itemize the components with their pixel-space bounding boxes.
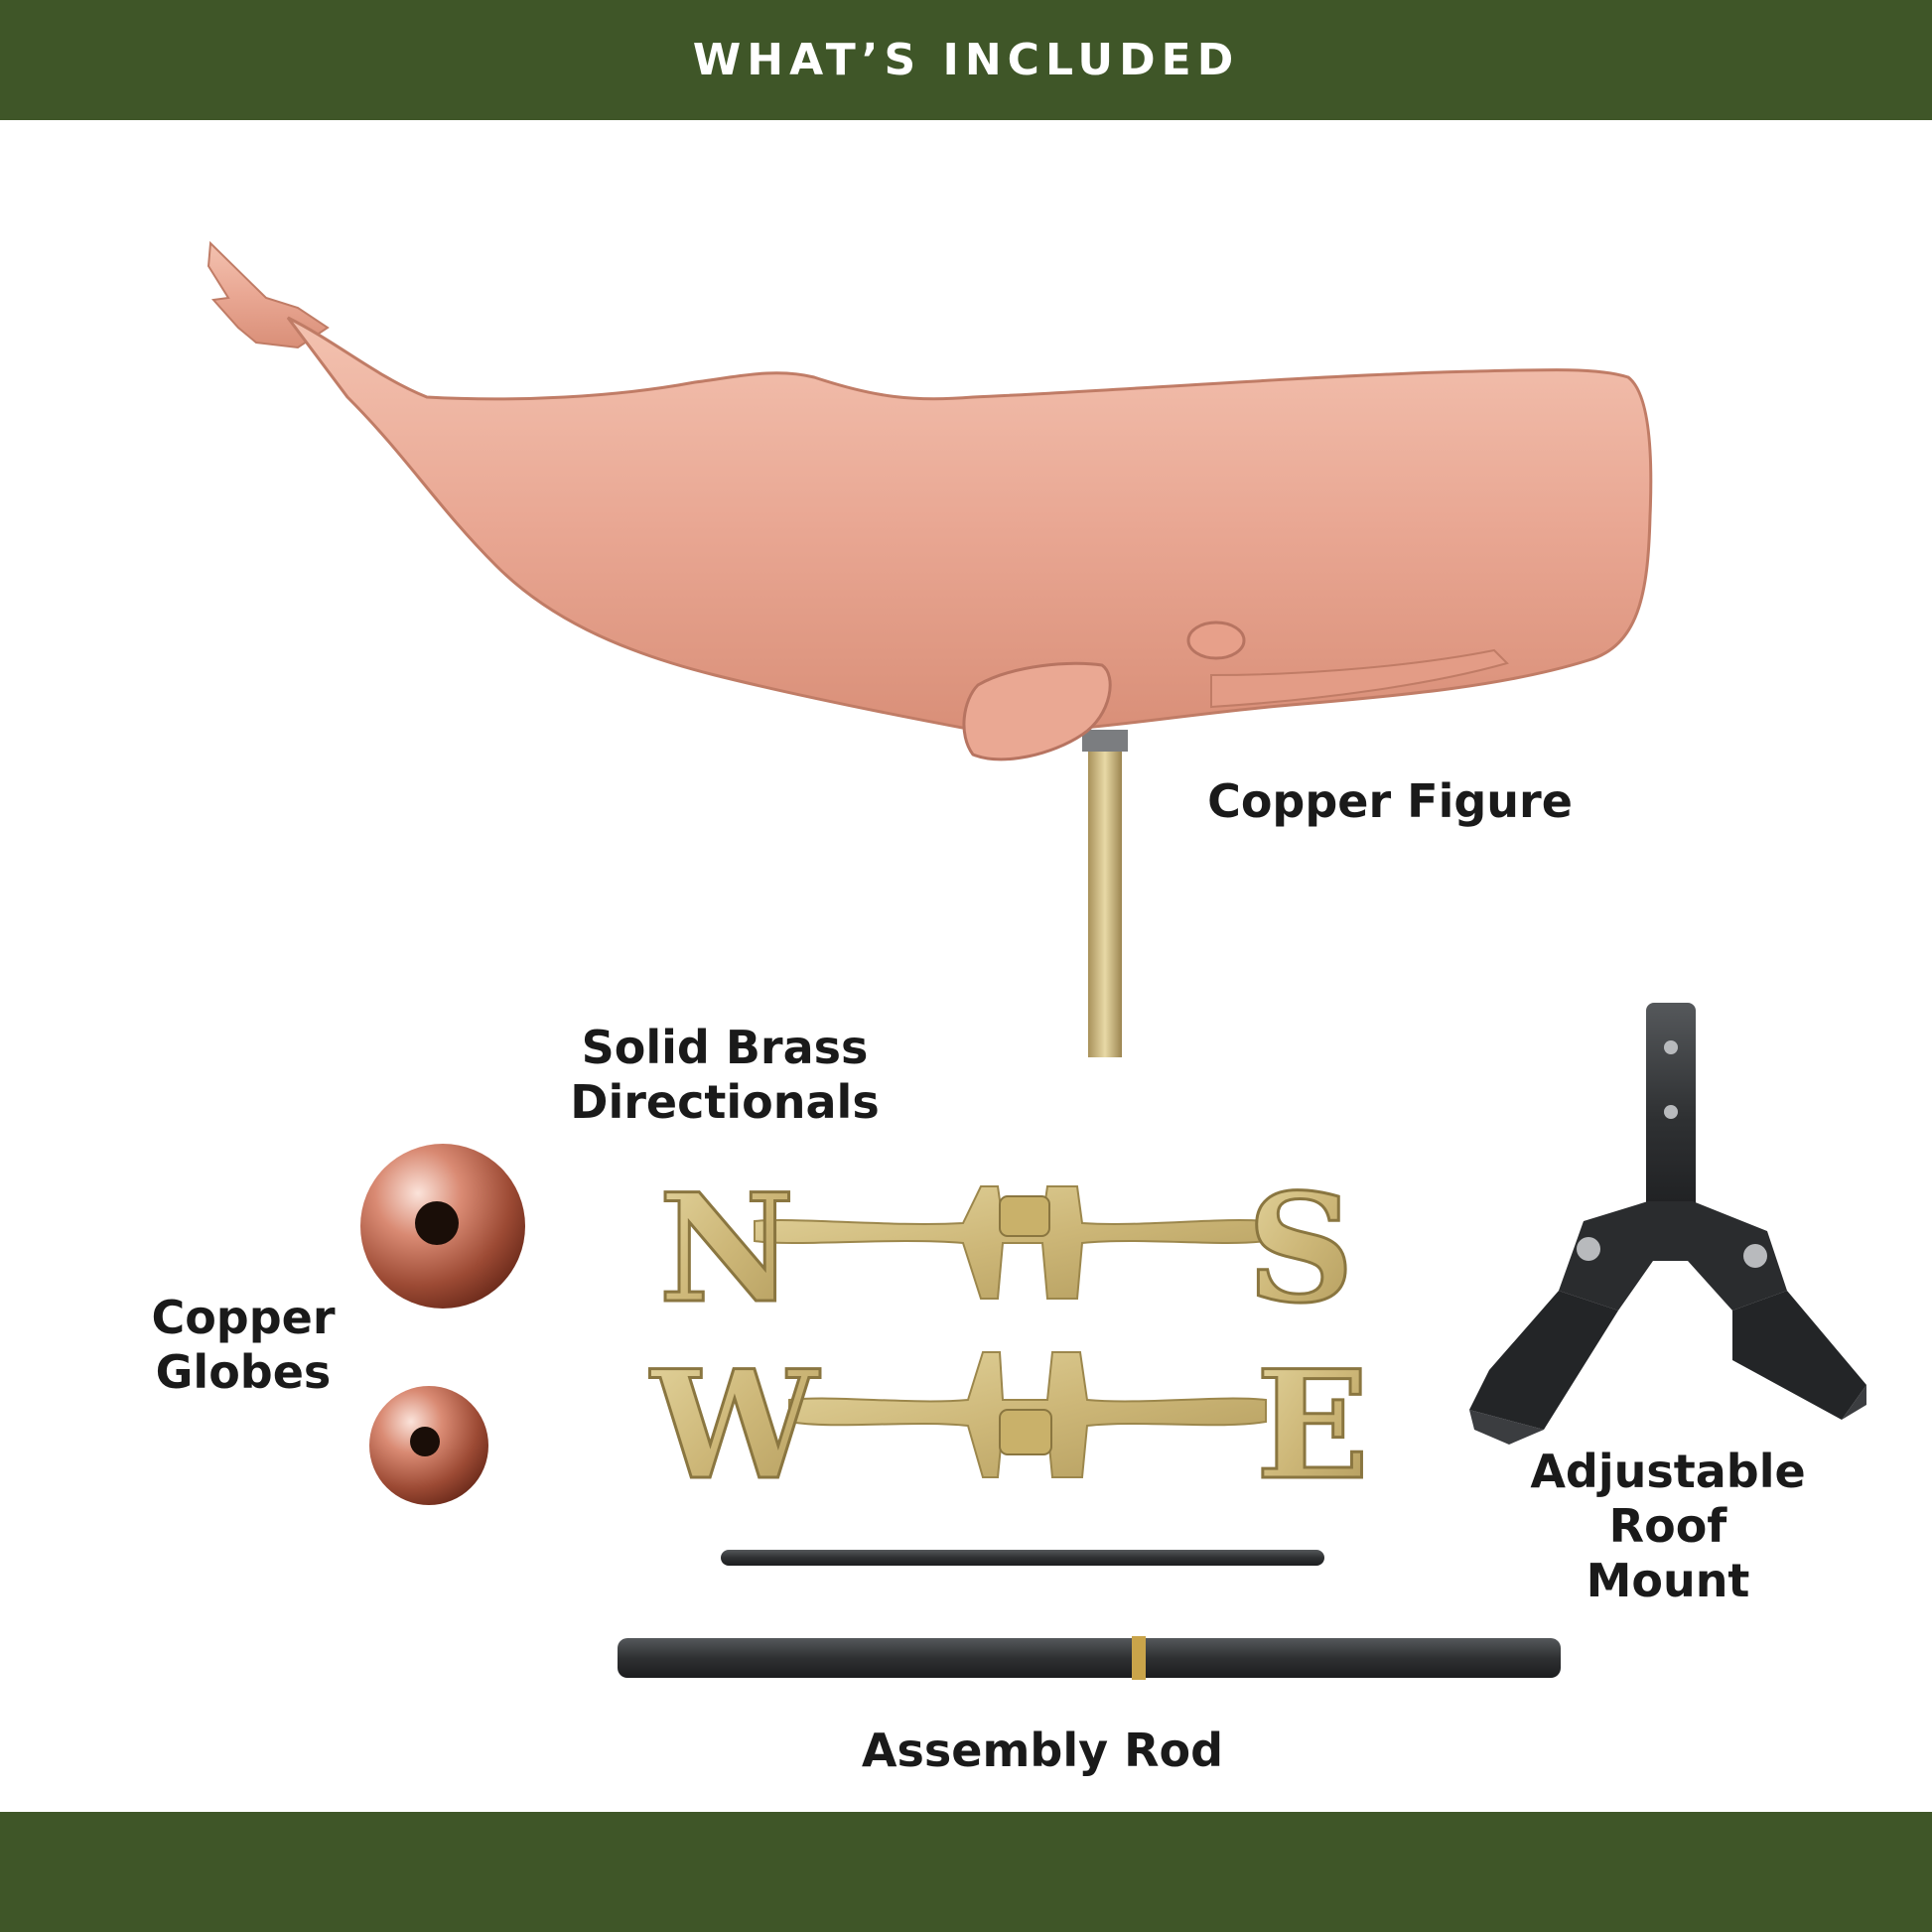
whale-fin bbox=[962, 661, 1112, 761]
roof-mount-bracket bbox=[1469, 1003, 1866, 1445]
brass-directionals: N S W E bbox=[647, 1161, 1370, 1515]
whale-body bbox=[286, 316, 1653, 734]
label-roof-mount: Adjustable Roof Mount bbox=[1530, 1445, 1806, 1607]
label-copper-globes: Copper Globes bbox=[151, 1291, 336, 1399]
whale-eye bbox=[1186, 621, 1246, 660]
directional-letter-n: N bbox=[658, 1162, 794, 1336]
directional-letter-e: E bbox=[1256, 1338, 1369, 1513]
whale-figure bbox=[207, 240, 1653, 1057]
directional-letter-s: S bbox=[1247, 1162, 1354, 1336]
header-band: WHAT’S INCLUDED bbox=[0, 0, 1932, 120]
footer-band bbox=[0, 1812, 1932, 1932]
directional-letter-w: W bbox=[649, 1338, 821, 1513]
whale-lower-jaw bbox=[1210, 648, 1509, 709]
whale-support-pole bbox=[1088, 745, 1122, 1057]
copper-globe-small bbox=[369, 1386, 488, 1505]
assembly-rod-short bbox=[721, 1550, 1324, 1566]
label-assembly-rod: Assembly Rod bbox=[861, 1724, 1224, 1777]
label-copper-figure: Copper Figure bbox=[1207, 774, 1573, 828]
header-title: WHAT’S INCLUDED bbox=[692, 35, 1240, 85]
copper-globe-large bbox=[360, 1144, 525, 1309]
product-illustration: N S W E bbox=[207, 240, 1866, 1680]
label-brass-directionals: Solid Brass Directionals bbox=[570, 1021, 880, 1129]
directional-arm-north-south bbox=[754, 1185, 1267, 1300]
assembly-rod-long bbox=[618, 1636, 1561, 1680]
